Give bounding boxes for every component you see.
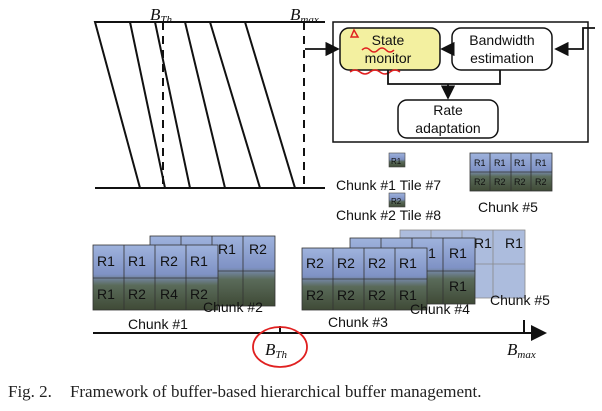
chunk-3-r2-a: R2 — [306, 255, 324, 271]
chunk-3-r2-d: R2 — [306, 287, 324, 303]
rate-adaptation-box — [397, 99, 499, 139]
connector-line — [387, 70, 501, 85]
tile-7-region: R1 — [391, 157, 402, 166]
chunk-3-label: Chunk #3 — [328, 314, 388, 330]
caption-text: Framework of buffer-based hierarchical b… — [69, 382, 482, 401]
legend-row-2: Chunk #2 Tile #8 — [336, 207, 441, 223]
tile-8-thumbnail — [388, 192, 406, 208]
chunk-3-r2-c: R2 — [368, 255, 386, 271]
chunk-2-r1: R1 — [218, 241, 236, 257]
b-max-label: Bmax — [290, 5, 319, 26]
state-monitor-line-1: State — [372, 32, 405, 48]
chunk-5-label: Chunk #5 — [490, 292, 550, 308]
chunk-1-r2-a: R2 — [160, 253, 178, 269]
grid-r1-b: R1 — [494, 158, 506, 168]
buffer-chunk-3 — [153, 21, 227, 189]
state-monitor-line-2: monitor — [365, 50, 412, 66]
tile-legend: R1 Chunk #1 Tile #7 R2 Chunk #2 Tile #8 … — [336, 152, 553, 223]
chunk-3-r2-b: R2 — [337, 255, 355, 271]
tile-7-thumbnail — [388, 152, 406, 168]
chunk-2-r2: R2 — [249, 241, 267, 257]
axis-max-label: Bmax — [507, 340, 536, 361]
chunk-1-r1-a: R1 — [97, 253, 115, 269]
chunk-5-small-label: Chunk #5 — [478, 199, 538, 215]
buffer-diagram — [93, 21, 325, 189]
timeline-axis: BTh Bmax — [93, 320, 547, 368]
state-monitor-box — [339, 27, 441, 71]
chunk-1-r1-c: R1 — [190, 253, 208, 269]
bandwidth-line-2: estimation — [470, 50, 534, 66]
chunk-1-r2-b: R2 — [128, 286, 146, 302]
grid-r2-d: R2 — [535, 177, 547, 187]
right-chunk-stack: R1 R1 R1 R1 R1 R2 R2 R2 R1 R2 R2 R2 R1 — [301, 229, 526, 311]
red-squiggle-annotation-1 — [361, 47, 395, 53]
red-delta-annotation — [349, 28, 360, 38]
chunk-5-r1-b: R1 — [505, 235, 523, 251]
red-squiggle-annotation-2 — [349, 69, 401, 75]
legend-row-1: Chunk #1 Tile #7 — [336, 177, 441, 193]
b-th-label: BTh — [150, 5, 173, 26]
chunk-4-r1-c: R1 — [449, 278, 467, 294]
chunk-3-r2-f: R2 — [368, 287, 386, 303]
left-chunk-stack: R1 R2 R1 R1 R2 R1 R1 R2 R4 R2 — [92, 235, 276, 311]
chunk-1-r1-b: R1 — [128, 253, 146, 269]
red-circle-annotation — [252, 326, 308, 368]
bandwidth-line-1: Bandwidth — [469, 32, 534, 48]
grid-r1-d: R1 — [535, 158, 547, 168]
grid-r1-c: R1 — [514, 158, 526, 168]
chunk-3-r1-b: R1 — [399, 287, 417, 303]
chunk-1-r4: R4 — [160, 286, 178, 302]
axis-th-label: BTh — [265, 340, 288, 361]
grid-r1-a: R1 — [474, 158, 486, 168]
framework-figure: BTh Bmax State monitor Bandwidth estimat… — [92, 5, 595, 368]
chunk-5-small-grid: R1 R1 R1 R1 R2 R2 R2 R2 — [469, 152, 553, 192]
grid-r2-a: R2 — [474, 177, 486, 187]
chunk-1-r2-c: R2 — [190, 286, 208, 302]
chunk-5-r1-a: R1 — [474, 235, 492, 251]
chunk-3-r1-a: R1 — [399, 255, 417, 271]
chunk-2-label: Chunk #2 — [203, 299, 263, 315]
chunk-4-r1-b: R1 — [449, 245, 467, 261]
grid-r2-c: R2 — [514, 177, 526, 187]
caption-number: Fig. 2. — [8, 382, 52, 401]
chunk-1-label: Chunk #1 — [128, 316, 188, 332]
buffer-chunk-4 — [208, 21, 297, 189]
arrow-input-to-bw — [554, 27, 595, 57]
chunk-1-panel — [92, 244, 219, 311]
grid-r2-b: R2 — [494, 177, 506, 187]
figure-caption: Fig. 2. Framework of buffer-based hierarc… — [8, 382, 598, 402]
rate-adaptation-line-1: Rate — [433, 102, 463, 118]
control-loop-frame — [332, 21, 589, 143]
rate-adaptation-line-2: adaptation — [415, 120, 480, 136]
chunk-4-label: Chunk #4 — [410, 301, 470, 317]
tile-8-region: R2 — [391, 197, 402, 206]
chunk-3-r2-e: R2 — [337, 287, 355, 303]
chunk-1-r1-d: R1 — [97, 286, 115, 302]
control-loop: State monitor Bandwidth estimation Rate … — [305, 21, 595, 143]
